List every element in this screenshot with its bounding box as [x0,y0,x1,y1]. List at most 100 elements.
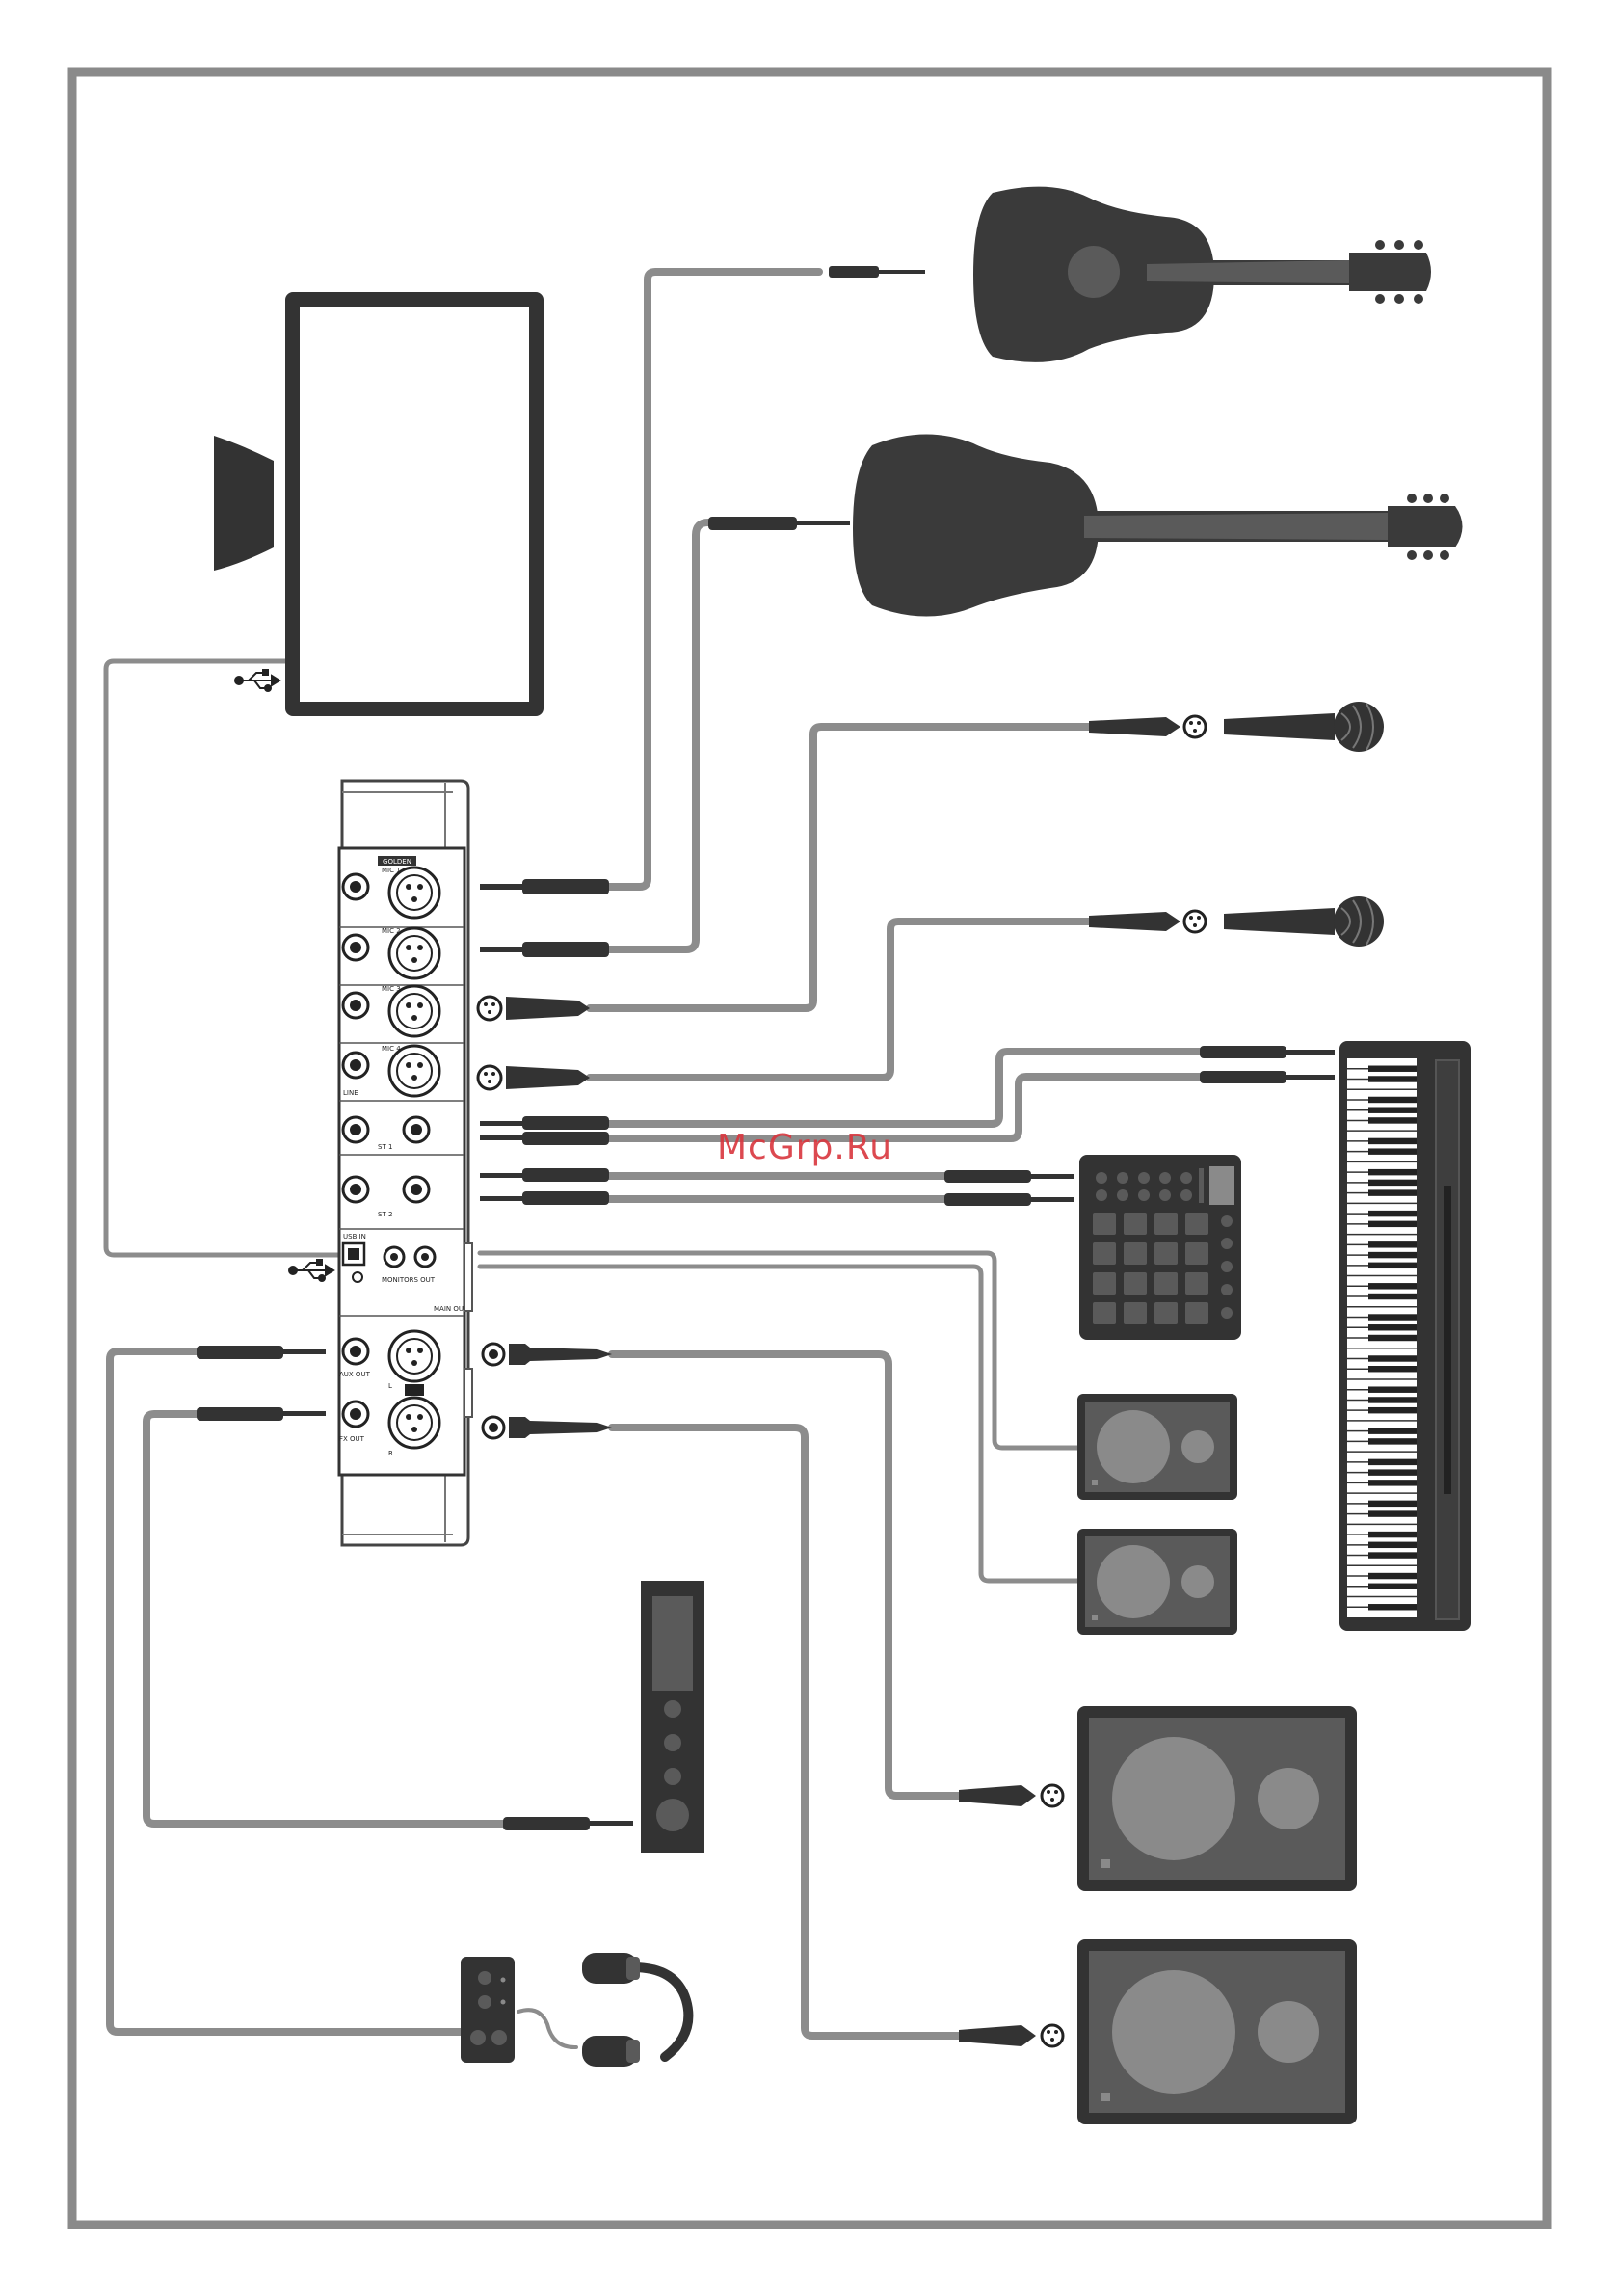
jack-plug-pad [944,1170,1074,1206]
jack-plug-st1 [480,1116,609,1145]
black-key [1368,1552,1417,1558]
xlr-plug-speaker-1 [959,1785,1063,1806]
jack-plug-aux [197,1346,326,1359]
black-key [1368,1366,1417,1372]
drum-pad [1124,1302,1147,1324]
usb-icon [235,670,279,691]
effects-unit [641,1581,704,1853]
line-label: LINE [343,1089,358,1097]
watermark: McGrp.Ru [717,1128,892,1167]
monitor-speaker-1 [1077,1394,1237,1500]
cable-headphones [518,2010,576,2047]
mic4-label: MIC 4 [382,1045,401,1053]
main-speaker-1 [1077,1706,1357,1891]
black-key [1368,1510,1417,1516]
drum-pad-controller [1079,1155,1241,1340]
drum-pad [1154,1242,1178,1265]
black-key [1368,1324,1417,1330]
black-key [1368,1241,1417,1247]
black-key [1368,1180,1417,1186]
usb-label: USB IN [343,1233,366,1241]
aux-out-label: AUX OUT [339,1371,371,1378]
mic3-label: MIC 3 [382,985,401,993]
black-key [1368,1211,1417,1216]
xlr-plug-main-r [483,1417,612,1438]
black-key [1368,1097,1417,1103]
acoustic-guitar-1 [973,187,1431,362]
mixer-l-label: L [388,1382,392,1390]
drum-pad [1185,1213,1208,1235]
black-key [1368,1294,1417,1299]
mixer-r-label: R [388,1450,393,1457]
st2-label: ST 2 [378,1211,392,1218]
black-key [1368,1252,1417,1258]
black-key [1368,1263,1417,1268]
drum-pad [1154,1213,1178,1235]
usb-icon-mixer [289,1260,333,1281]
black-key [1368,1221,1417,1227]
drum-pad [1185,1272,1208,1295]
drum-pad [1093,1272,1116,1295]
mixer-brand: GOLDEN [383,858,411,866]
computer-monitor [214,292,544,716]
black-key [1368,1148,1417,1154]
xlr-plug-mic-1 [1089,716,1206,737]
cable-guitar-1 [609,272,819,887]
xlr-plug-ch3 [478,997,590,1020]
black-key [1368,1335,1417,1341]
microphone-2 [1224,896,1384,947]
monitors-out-label: MONITORS OUT [382,1276,436,1284]
jack-plug-guitar-1 [829,266,925,278]
jack-plug-st2 [480,1168,609,1205]
black-key [1368,1314,1417,1320]
black-key [1368,1428,1417,1433]
black-key [1368,1169,1417,1175]
jack-plug-ch2 [480,942,609,957]
black-key [1368,1604,1417,1610]
drum-pad [1124,1242,1147,1265]
black-key [1368,1459,1417,1465]
cable-usb [106,661,339,1255]
black-key [1368,1407,1417,1413]
xlr-plug-ch4 [478,1066,590,1089]
microphone-1 [1224,702,1384,752]
xlr-plug-speaker-2 [959,2025,1063,2046]
black-key [1368,1542,1417,1548]
headphones [582,1953,688,2067]
black-key [1368,1189,1417,1195]
black-key [1368,1386,1417,1392]
main-speaker-2 [1077,1939,1357,2124]
drum-pad [1093,1213,1116,1235]
cable-keyboard-r [609,1077,1200,1138]
black-key [1368,1469,1417,1475]
black-key [1368,1438,1417,1444]
black-key [1368,1117,1417,1123]
black-key [1368,1532,1417,1537]
main-out-label: MAIN OUT [434,1305,468,1313]
black-key [1368,1501,1417,1507]
jack-plug-ch1 [480,879,609,894]
black-key [1368,1107,1417,1112]
drum-pad [1185,1302,1208,1324]
mixer: GOLDEN MIC 1 MIC 2 MIC 3 [339,781,472,1545]
drum-pad [1154,1272,1178,1295]
mic2-label: MIC 2 [382,927,401,935]
cable-keyboard-l [609,1052,1200,1124]
black-key [1368,1573,1417,1579]
black-key [1368,1355,1417,1361]
drum-pad [1154,1302,1178,1324]
drum-pad [1124,1213,1147,1235]
black-key [1368,1480,1417,1485]
black-key [1368,1076,1417,1081]
drum-pad [1093,1302,1116,1324]
black-key [1368,1397,1417,1402]
jack-plug-keyboard [1200,1046,1335,1083]
acoustic-guitar-2 [853,434,1463,616]
cable-mic-1 [590,727,1089,1008]
mic1-label: MIC 1 [382,867,401,874]
jack-plug-fx-unit [503,1817,633,1830]
black-key [1368,1066,1417,1072]
jack-plug-guitar-2 [708,517,850,530]
drum-pad [1185,1242,1208,1265]
black-key [1368,1138,1417,1144]
